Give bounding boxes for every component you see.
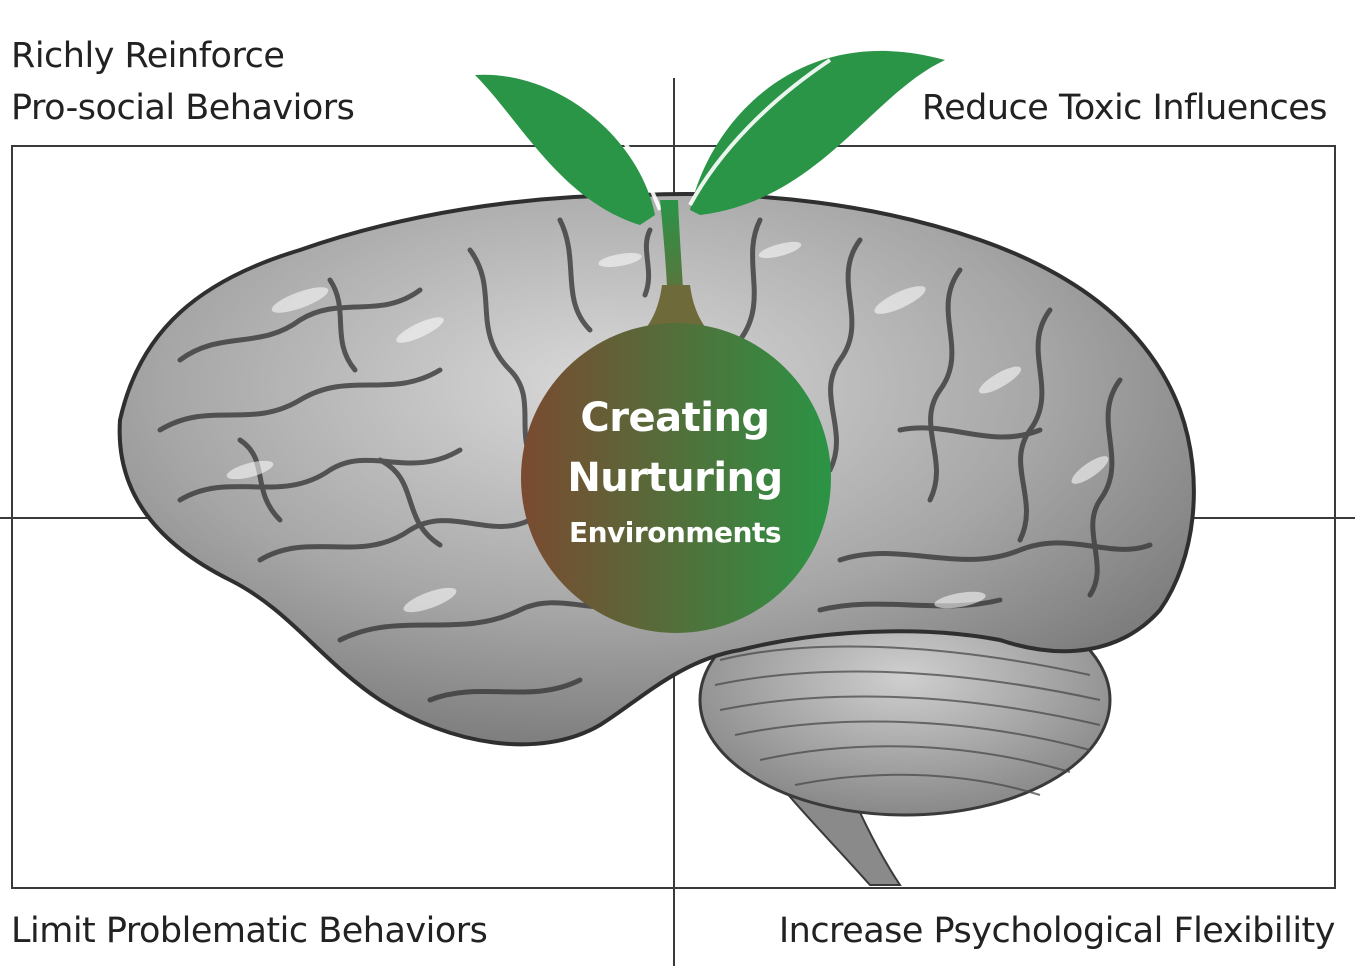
left-leaf [475, 74, 655, 225]
label-reduce-toxic-influences: Reduce Toxic Influences [921, 88, 1328, 128]
label-limit-problematic-behaviors: Limit Problematic Behaviors [11, 911, 488, 951]
center-title-line1: Creating [580, 395, 770, 441]
brain-highlights [226, 241, 1109, 613]
label-increase-psychological-flexibility: Increase Psychological Flexibility [778, 911, 1336, 951]
label-top-left-line2: Pro-social Behaviors [11, 88, 355, 128]
sprout-leaves-icon [475, 50, 945, 225]
sprout-base [640, 285, 712, 335]
brain-folds [157, 217, 1153, 703]
right-leaf [690, 50, 945, 215]
cerebellum-folds [714, 645, 1101, 796]
label-top-left-line1: Richly Reinforce [11, 36, 285, 76]
center-circle [521, 323, 831, 633]
center-title-line2: Nurturing [567, 455, 783, 501]
frame-right-border [1334, 145, 1336, 888]
label-richly-reinforce: Richly Reinforce Pro-social Behaviors [11, 30, 355, 134]
frame-left-border [11, 145, 13, 888]
center-title-line3: Environments [568, 516, 782, 549]
